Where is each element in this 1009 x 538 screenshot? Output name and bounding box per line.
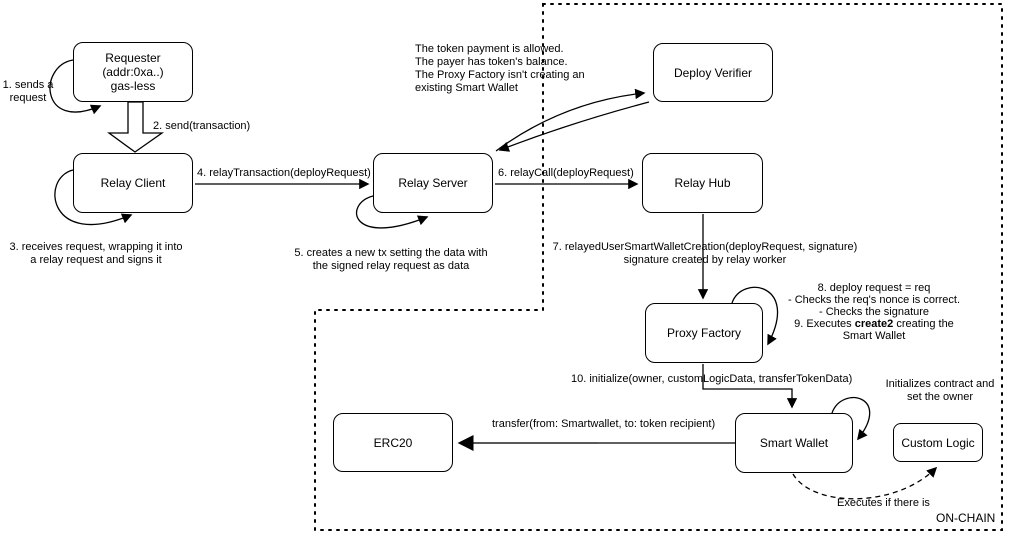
label-step5-line1: 5. creates a new tx setting the data wit… [294,247,488,259]
proxy-factory-label: Proxy Factory [666,326,741,340]
label-step1-line2: request [9,92,47,104]
step9-pre: 9. Executes [794,318,855,330]
label-step1: 1. sends a request [0,79,56,105]
label-step3: 3. receives request, wrapping it into a … [0,241,192,267]
onchain-boundary [314,3,1003,531]
label-step9-line1: 9. Executes create2 creating the [778,318,970,330]
relay-hub-label: Relay Hub [674,176,731,190]
label-step4: 4. relayTransaction(deployRequest) [197,167,371,179]
label-step10: 10. initialize(owner, customLogicData, t… [571,373,853,385]
node-relay-server: Relay Server [373,153,493,213]
init-note-line1: Initializes contract and [885,378,995,390]
label-step9-line2: Smart Wallet [842,330,906,342]
label-step8-line3: - Checks the signature [818,306,930,318]
label-step5-line2: the signed relay request as data [312,260,470,272]
verifier-note-line3: The Proxy Factory isn't creating an [415,69,585,81]
node-requester: Requester (addr:0xa..) gas-less [73,42,193,102]
arrow-smart-wallet-self-loop [831,397,871,441]
init-note-line2: set the owner [906,391,974,403]
label-step1-line1: 1. sends a [2,79,54,91]
node-proxy-factory: Proxy Factory [645,303,763,363]
label-step3-line1: 3. receives request, wrapping it into [9,241,183,253]
node-relay-hub: Relay Hub [642,153,763,213]
arrow-executes-custom-logic [792,466,938,500]
label-executes-note: Executes if there is [837,497,930,509]
label-step8-line1: 8. deploy request = req [817,282,931,294]
arrow-requester-self-loop [49,59,102,115]
requester-label-line2: (addr:0xa..) [102,65,164,79]
node-deploy-verifier: Deploy Verifier [653,43,773,102]
verifier-note-line4: existing Smart Wallet [415,82,518,94]
erc20-label: ERC20 [373,435,413,450]
relay-server-label: Relay Server [398,176,468,190]
deploy-verifier-label: Deploy Verifier [673,65,753,80]
verifier-note-line2: The payer has token's balance. [415,56,568,68]
node-relay-client: Relay Client [73,153,193,213]
label-step7-line2: signature created by relay worker [623,254,787,266]
label-step3-line2: a relay request and signs it [30,254,162,266]
label-step6: 6. relayCall(deployRequest) [498,167,634,179]
arrow-relay-server-self-loop [356,195,429,229]
label-step7-line1: 7. relayedUserSmartWalletCreation(deploy… [552,241,858,253]
step9-post: creating the [893,318,954,330]
label-step2: 2. send(transaction) [153,120,251,132]
arrow-send-transaction [107,101,165,153]
arrow-proxy-factory-self-loop [731,286,779,346]
arrow-verifier-to-server [498,101,650,152]
arrow-initialize [702,364,798,409]
label-step5: 5. creates a new tx setting the data wit… [287,247,495,273]
label-transfer: transfer(from: Smartwallet, to: token re… [492,418,716,430]
node-smart-wallet: Smart Wallet [735,413,853,473]
relay-client-label: Relay Client [100,176,166,190]
requester-label-line1: Requester [105,51,161,65]
label-step7: 7. relayedUserSmartWalletCreation(deploy… [550,241,860,267]
step9-create2: create2 [854,318,894,330]
label-verifier-note: The token payment is allowed. The payer … [415,43,675,95]
requester-label-line3: gas-less [110,79,156,93]
node-custom-logic: Custom Logic [893,423,983,462]
smart-wallet-label: Smart Wallet [759,436,829,450]
arrow-relay-client-self-loop [54,169,133,226]
label-step8-line2: - Checks the req's nonce is correct. [787,294,961,306]
arrow-server-to-verifier [495,88,646,152]
label-init-note: Initializes contract and set the owner [882,378,998,404]
label-step8-9: 8. deploy request = req - Checks the req… [778,282,970,342]
verifier-note-line1: The token payment is allowed. [415,43,564,55]
custom-logic-label: Custom Logic [901,435,975,450]
label-onchain-region: ON-CHAIN [936,511,996,525]
node-erc20: ERC20 [333,413,453,472]
